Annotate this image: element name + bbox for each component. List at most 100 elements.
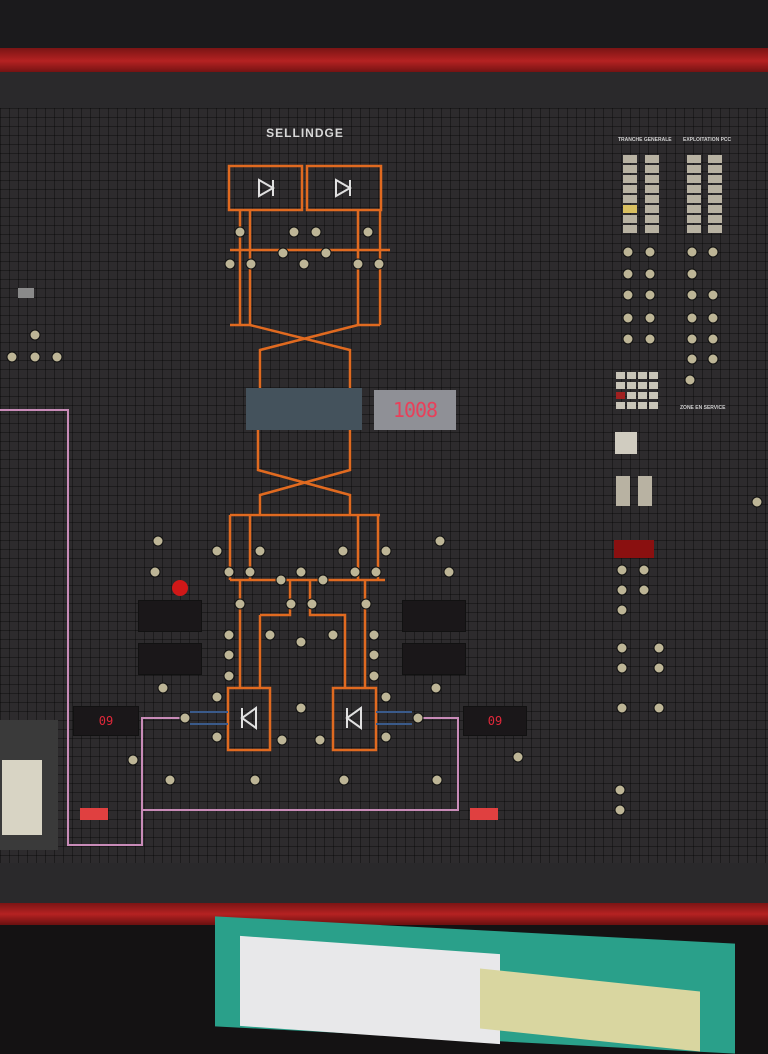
rotary-switch-knob[interactable] [644,268,656,280]
rotary-switch-knob[interactable] [254,545,266,557]
rotary-switch-knob[interactable] [277,247,289,259]
rotary-switch-knob[interactable] [653,702,665,714]
rotary-switch-knob[interactable] [29,329,41,341]
indicator-tile[interactable] [708,205,722,213]
rotary-switch-knob[interactable] [249,774,261,786]
keypad-key[interactable] [638,402,647,409]
indicator-tile[interactable] [623,215,637,223]
rotary-switch-knob[interactable] [295,702,307,714]
rotary-switch-knob[interactable] [317,574,329,586]
indicator-tile[interactable] [687,215,701,223]
rotary-switch-knob[interactable] [653,662,665,674]
rotary-switch-knob[interactable] [707,289,719,301]
keypad-key[interactable] [649,392,658,399]
rotary-switch-knob[interactable] [349,566,361,578]
indicator-tile[interactable] [645,155,659,163]
rotary-switch-knob[interactable] [431,774,443,786]
keypad-key[interactable] [616,382,625,389]
rotary-switch-knob[interactable] [368,649,380,661]
rotary-switch-knob[interactable] [380,691,392,703]
rotary-switch-knob[interactable] [380,731,392,743]
rotary-switch-knob[interactable] [616,662,628,674]
rotary-switch-knob[interactable] [512,751,524,763]
keypad-key[interactable] [627,402,636,409]
rotary-switch-knob[interactable] [686,312,698,324]
rotary-switch-knob[interactable] [412,712,424,724]
indicator-tile[interactable] [708,225,722,233]
rotary-switch-knob[interactable] [644,246,656,258]
rotary-switch-knob[interactable] [380,545,392,557]
rotary-switch-knob[interactable] [638,564,650,576]
rotary-switch-knob[interactable] [368,670,380,682]
rotary-switch-knob[interactable] [644,289,656,301]
rotary-switch-knob[interactable] [314,734,326,746]
rotary-switch-knob[interactable] [338,774,350,786]
rotary-switch-knob[interactable] [211,545,223,557]
indicator-tile[interactable] [708,175,722,183]
keypad-key[interactable] [627,372,636,379]
rotary-switch-knob[interactable] [684,374,696,386]
rotary-switch-knob[interactable] [644,333,656,345]
rotary-switch-knob[interactable] [352,258,364,270]
indicator-tile[interactable] [687,205,701,213]
indicator-tile[interactable] [623,175,637,183]
rotary-switch-knob[interactable] [295,566,307,578]
rotary-switch-knob[interactable] [337,545,349,557]
indicator-tile[interactable] [623,165,637,173]
rotary-switch-knob[interactable] [707,246,719,258]
keypad-key[interactable] [616,372,625,379]
rotary-switch-knob[interactable] [127,754,139,766]
keypad-key[interactable] [627,382,636,389]
keypad-key[interactable] [638,392,647,399]
indicator-tile[interactable] [708,165,722,173]
keypad-key[interactable] [616,392,625,399]
rotary-switch-knob[interactable] [152,535,164,547]
right-red-indicator[interactable] [470,808,498,820]
rotary-switch-knob[interactable] [707,312,719,324]
indicator-tile[interactable] [645,175,659,183]
rotary-switch-knob[interactable] [223,629,235,641]
rotary-switch-knob[interactable] [234,598,246,610]
rotary-switch-knob[interactable] [6,351,18,363]
rotary-switch-knob[interactable] [223,649,235,661]
rotary-switch-knob[interactable] [622,289,634,301]
rotary-switch-knob[interactable] [751,496,763,508]
rotary-switch-knob[interactable] [686,353,698,365]
indicator-tile[interactable] [687,195,701,203]
rotary-switch-knob[interactable] [653,642,665,654]
rotary-switch-knob[interactable] [51,351,63,363]
rotary-switch-knob[interactable] [622,312,634,324]
rotary-switch-knob[interactable] [616,642,628,654]
rotary-switch-knob[interactable] [285,598,297,610]
rotary-switch-knob[interactable] [616,564,628,576]
rotary-switch-knob[interactable] [223,566,235,578]
rotary-switch-knob[interactable] [149,566,161,578]
selector-block[interactable] [615,432,637,454]
left-tile[interactable] [18,288,34,298]
rotary-switch-knob[interactable] [622,268,634,280]
keypad-key[interactable] [616,402,625,409]
rotary-switch-knob[interactable] [320,247,332,259]
rotary-switch-knob[interactable] [288,226,300,238]
indicator-tile[interactable] [645,205,659,213]
keypad-key[interactable] [638,382,647,389]
red-indicator[interactable] [614,540,654,558]
keypad-key[interactable] [649,402,658,409]
indicator-tile[interactable] [687,175,701,183]
rotary-switch-knob[interactable] [686,289,698,301]
rotary-switch-knob[interactable] [224,258,236,270]
rotary-switch-knob[interactable] [430,682,442,694]
rotary-switch-knob[interactable] [638,584,650,596]
indicator-tile[interactable] [645,185,659,193]
keypad-key[interactable] [649,372,658,379]
rotary-switch-knob[interactable] [707,333,719,345]
rotary-switch-knob[interactable] [275,574,287,586]
indicator-tile[interactable] [623,185,637,193]
rotary-switch-knob[interactable] [622,246,634,258]
rotary-switch-knob[interactable] [686,333,698,345]
rotary-switch-knob[interactable] [310,226,322,238]
rotary-switch-knob[interactable] [686,268,698,280]
rotary-switch-knob[interactable] [276,734,288,746]
rotary-switch-knob[interactable] [245,258,257,270]
keypad-key[interactable] [627,392,636,399]
